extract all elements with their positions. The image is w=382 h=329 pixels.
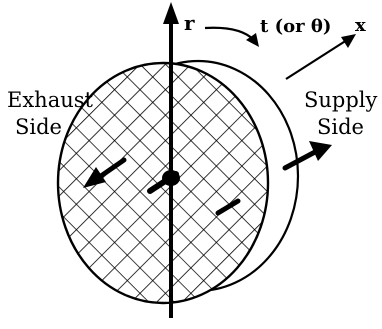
hub-arrow	[147, 170, 180, 194]
rotation-arrow	[204, 26, 259, 47]
supply-label-line1: Supply	[304, 88, 378, 112]
exhaust-flow-arrow	[83, 157, 127, 188]
exhaust-label-line2: Side	[15, 115, 62, 139]
exhaust-label-line1: Exhaust	[7, 88, 94, 112]
flow-dash	[215, 198, 241, 216]
axis-r-label: r	[184, 11, 195, 35]
supply-label-line2: Side	[317, 115, 364, 139]
x-axis-arrow	[285, 34, 356, 80]
axis-x-label: x	[355, 15, 366, 36]
supply-flow-arrow	[282, 141, 332, 171]
r-axis	[163, 2, 179, 318]
axis-theta-label: t (or θ)	[260, 16, 331, 37]
